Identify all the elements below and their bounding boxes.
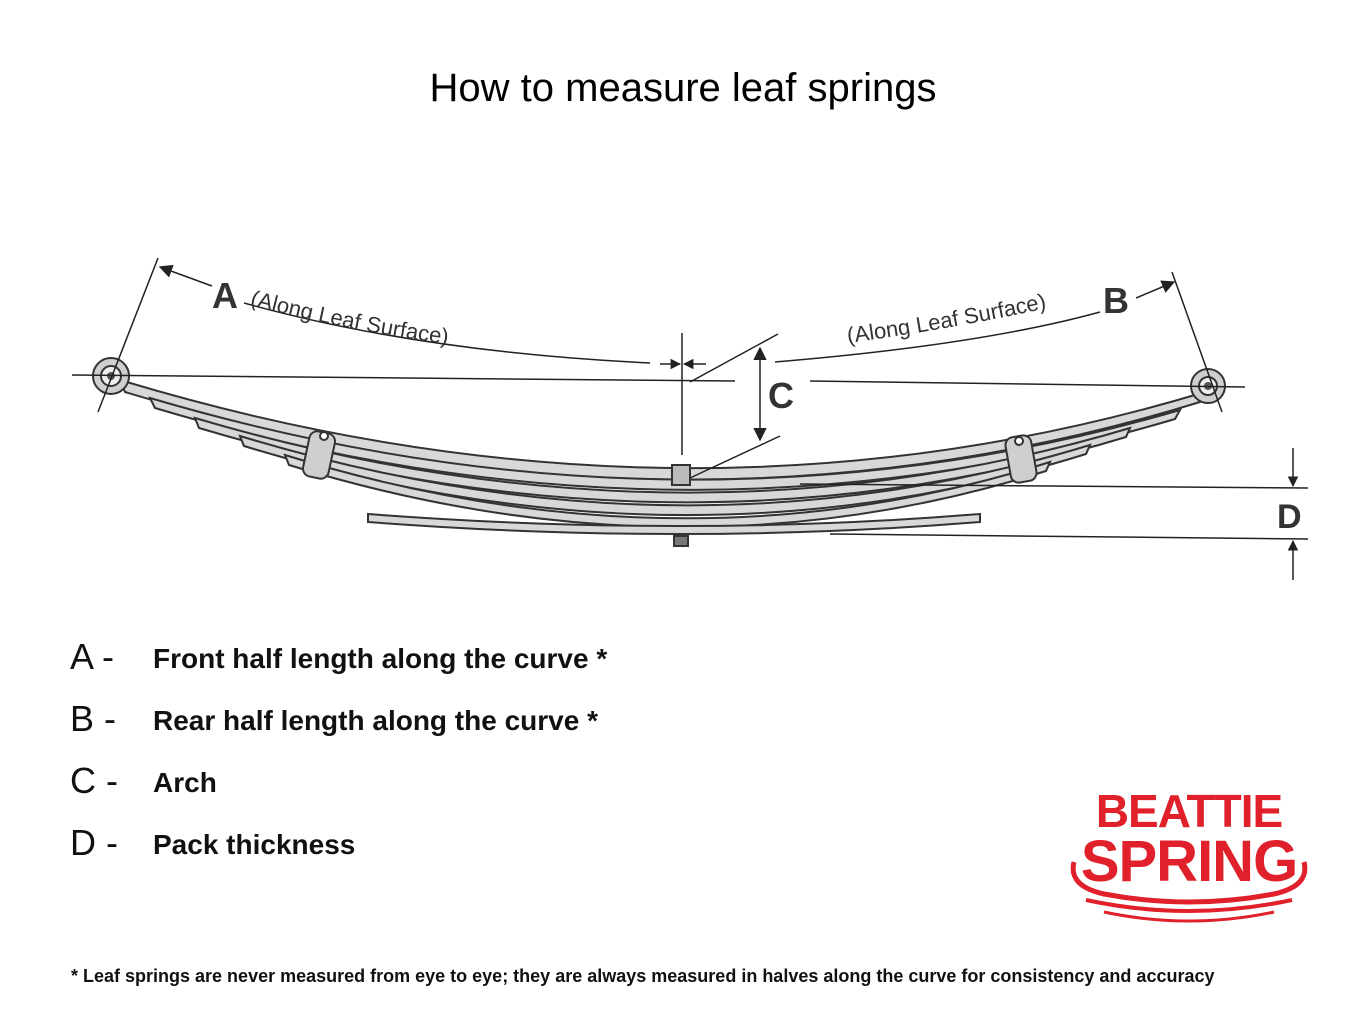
beattie-spring-logo: BEATTIE SPRING <box>1064 780 1314 940</box>
legend-description: Pack thickness <box>153 829 356 860</box>
center-bolt-bottom <box>673 535 689 547</box>
leaf-2 <box>148 396 1183 491</box>
leaf-3 <box>193 416 1132 504</box>
thickness-line-bottom <box>829 533 1309 540</box>
legend-letter: A - <box>70 636 115 677</box>
arc-b <box>774 311 1101 363</box>
arrow-a <box>158 264 213 287</box>
legend-letter: B - <box>70 698 117 739</box>
logo-swoosh <box>1070 861 1308 923</box>
eye-centerline-left <box>71 374 736 382</box>
legend-letter: D - <box>70 822 118 863</box>
footnote: * Leaf springs are never measured from e… <box>71 966 1215 986</box>
label-d: D <box>1277 498 1302 536</box>
center-bolt <box>671 464 691 486</box>
dimension-lines <box>71 257 1309 580</box>
label-c: C <box>768 375 794 416</box>
leaf-4 <box>238 434 1092 516</box>
arrow-b <box>1135 280 1176 299</box>
extension-a <box>97 257 159 413</box>
extension-b <box>1171 271 1223 413</box>
along-surface-b: (Along Leaf Surface) <box>845 288 1048 347</box>
page-title: How to measure leaf springs <box>429 66 937 110</box>
legend-description: Front half length along the curve * <box>153 643 608 674</box>
leaf-pack <box>118 378 1207 535</box>
leaf-overload <box>367 512 981 535</box>
logo-line1: BEATTIE <box>1095 785 1283 837</box>
leaf-spring-diagram: A B C D (Along Leaf Surface) (Along Leaf… <box>71 257 1309 580</box>
arch-ext-bottom <box>689 435 781 479</box>
label-b: B <box>1103 280 1129 321</box>
clip-right <box>1004 434 1038 484</box>
legend-description: Arch <box>153 767 217 798</box>
along-surface-a: (Along Leaf Surface) <box>248 285 450 349</box>
label-a: A <box>212 275 238 316</box>
logo-line2: SPRING <box>1080 829 1298 894</box>
leaf-5 <box>283 453 1052 528</box>
arch-ext-top <box>689 333 779 383</box>
legend-description: Rear half length along the curve * <box>153 705 598 736</box>
thickness-line-top <box>799 483 1309 489</box>
arc-a <box>243 302 651 364</box>
legend-letter: C - <box>70 760 118 801</box>
spring-clips <box>301 430 1038 547</box>
eye-centerline-right <box>809 380 1246 388</box>
